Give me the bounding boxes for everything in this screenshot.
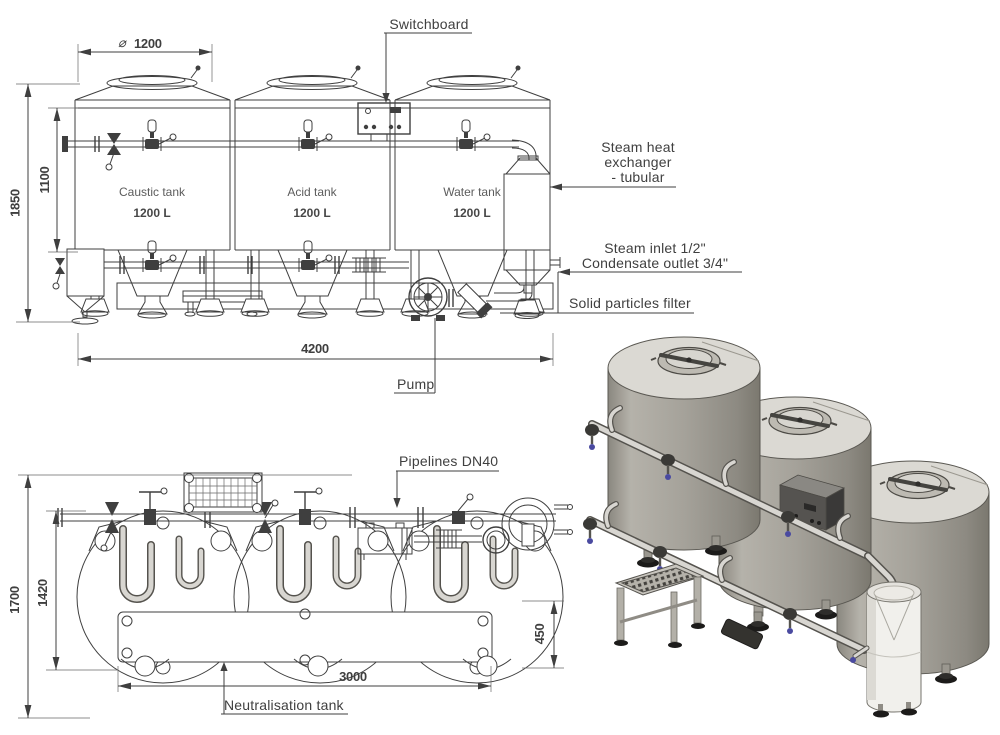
dim-diameter-symbol: ⌀ xyxy=(118,35,127,50)
tank1-top-valve xyxy=(142,119,177,152)
solid-particles-filter-front xyxy=(457,283,493,319)
tank3-top-valve xyxy=(456,119,491,152)
tank3-name: Water tank xyxy=(443,185,502,199)
top-pipe xyxy=(62,136,537,161)
step-bench-front xyxy=(182,290,263,317)
dim-diameter: 1200 xyxy=(134,36,162,51)
plan-valve-t1 xyxy=(139,487,168,525)
front-view-dimensions: ⌀ 1200 1850 1100 4200 Switchboard Steam … xyxy=(8,16,742,394)
tank3-volume: 1200 L xyxy=(453,206,490,220)
tank1-volume: 1200 L xyxy=(133,206,170,220)
label-pipelines: Pipelines DN40 xyxy=(399,453,498,469)
plan-pump-cluster xyxy=(357,497,573,560)
lower-pipe xyxy=(78,256,533,302)
step-bench-plan xyxy=(183,472,263,513)
tank2-volume: 1200 L xyxy=(293,206,330,220)
tank2-name: Acid tank xyxy=(287,185,337,199)
label-heat-exchanger-2: exchanger xyxy=(604,154,671,170)
dim-overall-length: 4200 xyxy=(301,341,329,356)
tank1-name: Caustic tank xyxy=(119,185,186,199)
dim-tank-depth: 1420 xyxy=(35,579,50,607)
dim-overall-height: 1850 xyxy=(8,189,23,217)
butterfly-valve-top xyxy=(105,132,122,171)
small-vessel-front xyxy=(52,248,105,325)
pump-front xyxy=(408,277,454,321)
label-solid-particles-filter: Solid particles filter xyxy=(569,295,691,311)
steam-heat-exchanger-front xyxy=(503,155,561,319)
dim-tank-length: 3000 xyxy=(339,669,367,684)
tank2-top-valve xyxy=(298,119,333,152)
dim-rear-offset: 450 xyxy=(532,624,547,645)
plan-butterfly-valve-1 xyxy=(100,502,119,552)
render-pipes xyxy=(586,405,898,654)
plan-view-drawing xyxy=(57,472,573,683)
render-switchboard xyxy=(778,474,846,531)
label-pump: Pump xyxy=(397,376,434,392)
plan-valve-3 xyxy=(452,493,474,524)
label-neutralisation-tank: Neutralisation tank xyxy=(224,697,345,713)
switchboard-box xyxy=(357,102,411,141)
render-step-stool xyxy=(614,563,705,648)
neutralisation-tank-plan xyxy=(117,608,512,677)
label-heat-exchanger-1: Steam heat xyxy=(601,139,675,155)
label-heat-exchanger-3: - tubular xyxy=(611,169,664,185)
tank1-bottom-valve xyxy=(142,240,177,273)
label-steam-inlet: Steam inlet 1/2" xyxy=(604,240,706,256)
tank2-bottom-valve xyxy=(298,240,333,273)
front-view-drawing: Caustic tank 1200 L Acid tank 1200 L Wat… xyxy=(52,65,561,325)
plan-butterfly-valve-2 xyxy=(258,499,279,533)
plan-view-dimensions: 1700 1420 3000 450 Pipelines DN40 Neutra… xyxy=(7,453,564,719)
label-condensate-outlet: Condensate outlet 3/4" xyxy=(582,255,728,271)
label-switchboard: Switchboard xyxy=(389,16,468,32)
neutralisation-tank-front xyxy=(116,282,554,310)
dim-overall-depth: 1700 xyxy=(7,586,22,614)
dim-shell-height: 1100 xyxy=(37,166,52,193)
plan-valve-t2 xyxy=(294,487,323,525)
render-heat-exchanger xyxy=(850,581,922,718)
render-3d xyxy=(581,335,991,718)
